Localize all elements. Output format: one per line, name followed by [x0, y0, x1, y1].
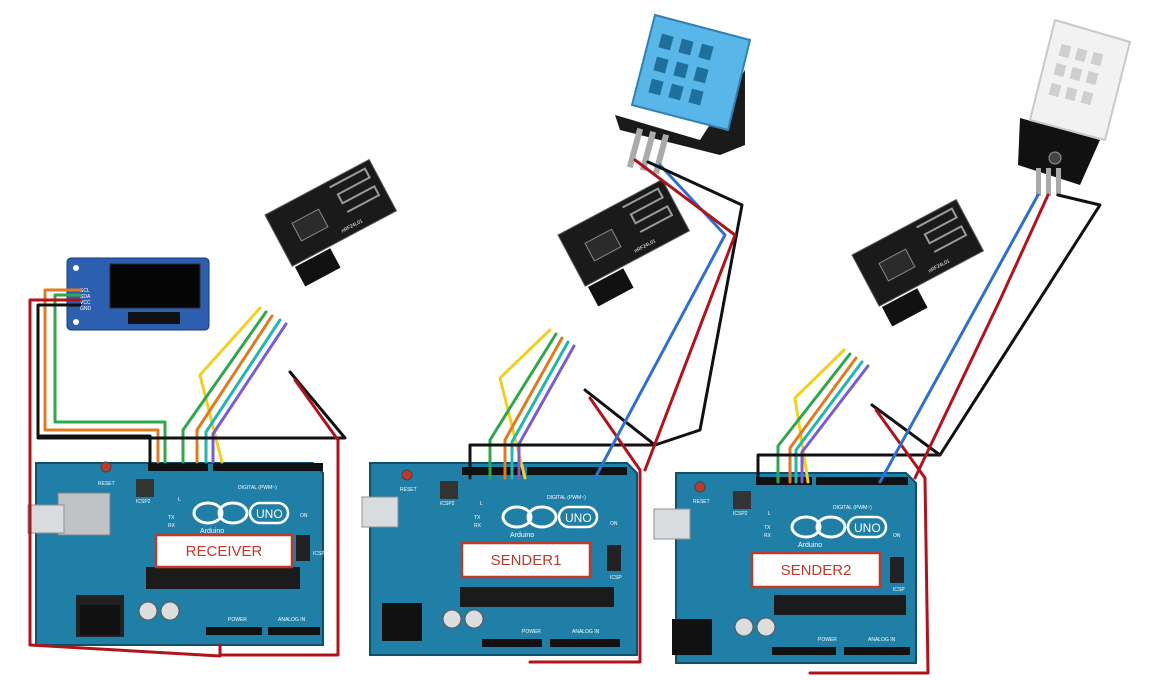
wire-radio-s2-purple [800, 364, 870, 484]
analog-label: ANALOG IN [572, 629, 600, 635]
digital-label: DIGITAL (PWM~) [547, 495, 586, 501]
wire-radio-rx-orange [195, 314, 274, 464]
on-label: ON [610, 521, 618, 527]
icsp-label: ICSP [313, 551, 325, 557]
wire-dht22-black [938, 193, 1102, 457]
uno-logo: UNO [854, 521, 881, 535]
nrf24-module-sender1: nRF24L01 [557, 178, 691, 307]
reset-label: RESET [400, 487, 417, 493]
wire-dht22-blue [878, 193, 1040, 484]
tx-label: TX [168, 515, 175, 521]
board-label-box-sender2 [750, 551, 882, 589]
icsp-label: ICSP [893, 587, 905, 593]
l-led-label: L [768, 511, 771, 517]
digital-label: DIGITAL (PWM~) [238, 485, 277, 491]
reset-label: RESET [693, 499, 710, 505]
wire-oled-gnd [36, 303, 152, 464]
nrf24-module-receiver: nRF24L01 [264, 158, 398, 287]
board-label-sender1: SENDER1 [491, 552, 562, 569]
wire-radio-s2-green [776, 352, 852, 484]
oled-display: SCL SDA VCC GND [66, 257, 210, 331]
oled-pin-sda: SDA [80, 294, 91, 300]
wire-radio-rx-green [181, 310, 268, 464]
wire-dht11-black [646, 160, 744, 447]
oled-pin-gnd: GND [80, 306, 92, 312]
arduino-board-sender1: RESET ICSP2 DIGITAL (PWM~) UNO Arduino T… [361, 462, 638, 656]
board-label-box-sender1 [460, 541, 592, 579]
arduino-brand: Arduino [200, 528, 224, 535]
power-label: POWER [818, 637, 837, 643]
icsp2-label: ICSP2 [733, 511, 748, 517]
icsp2-label: ICSP2 [136, 499, 151, 505]
wire-dht11-red [633, 158, 737, 472]
power-label: POWER [522, 629, 541, 635]
arduino-brand: Arduino [798, 542, 822, 549]
wire-radio-s1-green [488, 332, 558, 480]
arduino-board-sender2: RESET ICSP2 DIGITAL (PWM~) UNO Arduino T… [653, 472, 917, 664]
dht11-sensor [615, 13, 752, 175]
wire-radio-rx-purple [211, 322, 288, 464]
wire-radio-s1-orange [503, 336, 564, 480]
uno-logo: UNO [565, 511, 592, 525]
uno-logo: UNO [256, 507, 283, 521]
analog-label: ANALOG IN [278, 617, 306, 623]
power-label: POWER [228, 617, 247, 623]
on-label: ON [893, 533, 901, 539]
tx-label: TX [764, 525, 771, 531]
wire-radio-rx-red [218, 378, 340, 657]
arduino-board-receiver: RESET ICSP2 DIGITAL (PWM~) UNO Arduino L… [27, 461, 325, 646]
oled-pin-scl: SCL [80, 288, 90, 294]
rx-label: RX [764, 533, 772, 539]
wire-radio-s2-orange [788, 356, 858, 484]
wire-radio-rx-cyan [204, 318, 282, 464]
arduino-brand: Arduino [510, 532, 534, 539]
board-label-sender2: SENDER2 [781, 562, 852, 579]
wire-oled-scl [43, 288, 160, 464]
wire-oled-vcc [28, 298, 222, 658]
board-label-box-receiver [154, 533, 294, 569]
l-led-label: L [480, 501, 483, 507]
wire-radio-s2-black [756, 403, 942, 484]
wire-dht22-red [913, 193, 1050, 480]
wire-radio-s1-black [468, 388, 657, 480]
digital-label: DIGITAL (PWM~) [833, 505, 872, 511]
tx-label: TX [474, 515, 481, 521]
icsp-label: ICSP [610, 575, 622, 581]
wire-radio-s1-red [528, 396, 642, 664]
icsp2-label: ICSP2 [440, 501, 455, 507]
nrf24-module-sender2: nRF24L01 [851, 198, 985, 327]
reset-label: RESET [98, 481, 115, 487]
rx-label: RX [168, 523, 176, 529]
wire-radio-rx-black [36, 370, 347, 440]
rx-label: RX [474, 523, 482, 529]
l-led-label: L [178, 497, 181, 503]
wire-radio-s1-cyan [510, 340, 570, 480]
wire-oled-sda [53, 293, 167, 464]
wire-dht11-blue [593, 163, 727, 480]
oled-pin-vcc: VCC [80, 300, 91, 306]
analog-label: ANALOG IN [868, 637, 896, 643]
on-label: ON [300, 513, 308, 519]
board-label-receiver: RECEIVER [186, 543, 263, 560]
dht22-sensor [1018, 18, 1132, 196]
wire-radio-s2-cyan [794, 360, 864, 484]
